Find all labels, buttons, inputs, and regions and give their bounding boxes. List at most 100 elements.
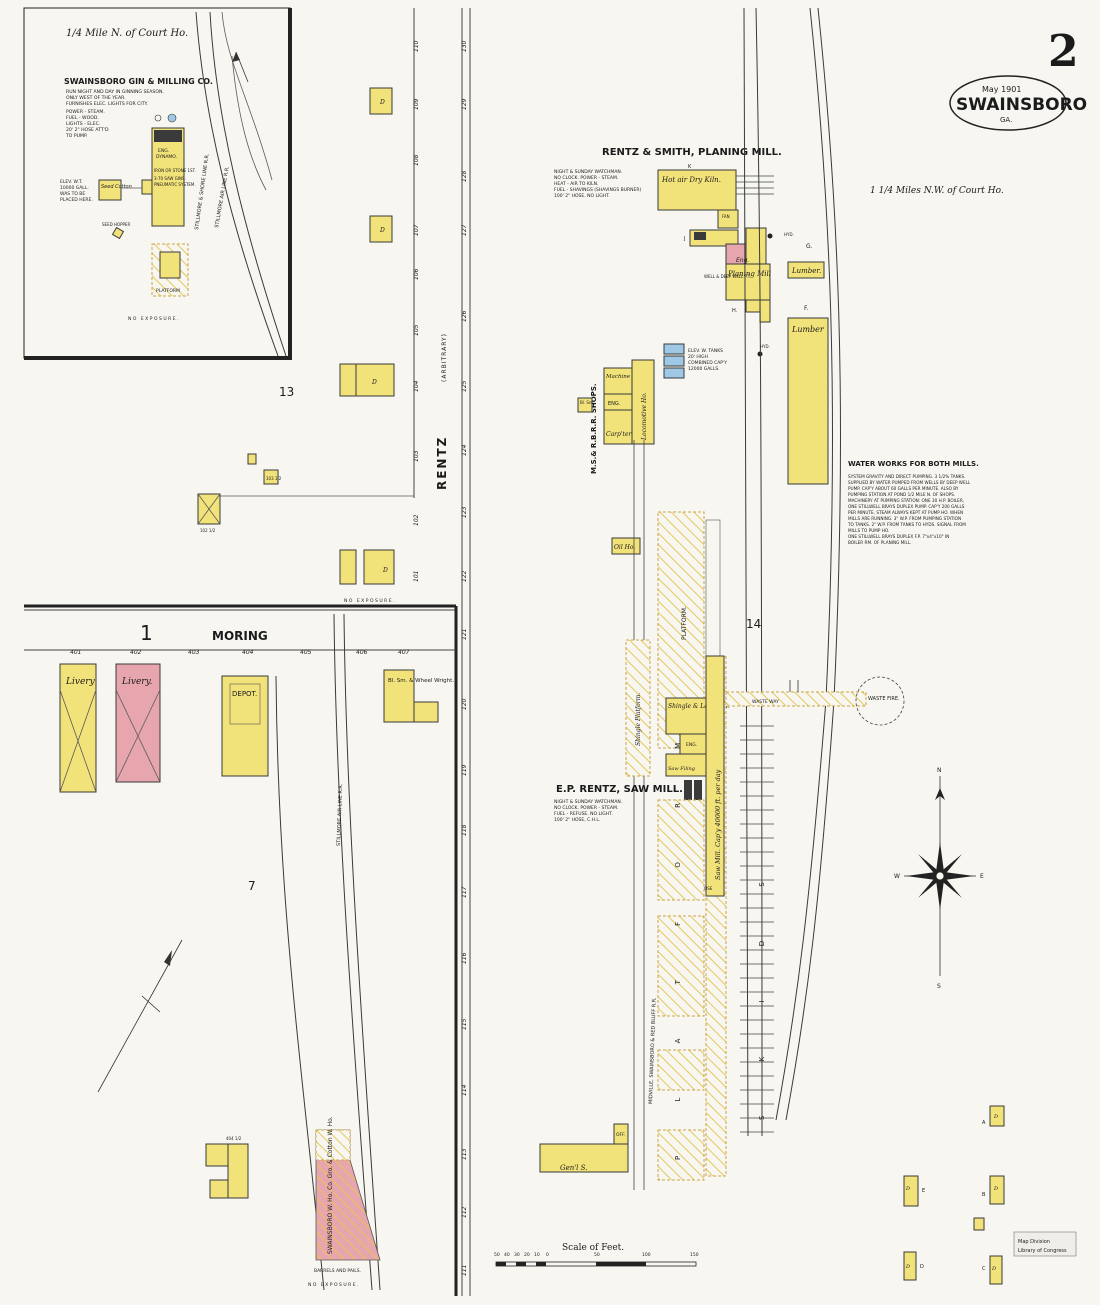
svg-text:100' 2" HOSE. NO LIGHT.: 100' 2" HOSE. NO LIGHT. [554, 193, 610, 199]
sheet-date: May 1901 [982, 85, 1021, 94]
svg-text:PUMP. CAP'Y ABOUT 60 GALLS PER: PUMP. CAP'Y ABOUT 60 GALLS PER MINUTE. A… [848, 486, 959, 491]
svg-text:PUMPING STATION AT POND 1/2 MI: PUMPING STATION AT POND 1/2 MILE N. OF S… [848, 492, 955, 497]
svg-text:401: 401 [70, 649, 81, 656]
svg-text:Bl. Sm.: Bl. Sm. [580, 400, 594, 405]
planing-mill-title: RENTZ & SMITH, PLANING MILL. [602, 147, 782, 158]
svg-text:121: 121 [461, 629, 468, 640]
svg-text:118: 118 [461, 824, 468, 836]
street-moring: MORING [212, 629, 268, 643]
svg-text:105: 105 [413, 324, 420, 336]
svg-text:Lumber.: Lumber. [791, 267, 821, 275]
svg-text:20' HIGH: 20' HIGH [688, 354, 708, 360]
svg-text:404 1/2: 404 1/2 [226, 1136, 242, 1141]
svg-text:NO CLOCK. POWER - STEAM.: NO CLOCK. POWER - STEAM. [554, 175, 618, 181]
street-arbitrary: (ARBITRARY) [441, 333, 448, 382]
svg-text:ONE STILLWELL BRAYS DUPLEX PUM: ONE STILLWELL BRAYS DUPLEX PUMP. CAP'Y 2… [848, 504, 965, 509]
svg-text:Eng.: Eng. [736, 257, 749, 264]
svg-text:SEED HOPPER: SEED HOPPER [102, 222, 130, 227]
block-number-13: 13 [279, 385, 294, 399]
svg-text:TO PUMP.: TO PUMP. [65, 133, 88, 139]
svg-text:30: 30 [514, 1252, 520, 1258]
moring-block-buildings: Livery Livery. DEPOT. Bl. Sm. & Wheel Wr… [59, 613, 454, 1291]
dwelling [369, 215, 393, 243]
svg-text:TO TANKS. 2" W.P. FROM TANKS T: TO TANKS. 2" W.P. FROM TANKS TO HYDS. SI… [847, 522, 966, 527]
svg-text:Hot air Dry Kiln.: Hot air Dry Kiln. [661, 176, 721, 184]
svg-text:3-70 SAW GINS.: 3-70 SAW GINS. [154, 176, 186, 181]
svg-text:Livery: Livery [65, 677, 96, 687]
svg-text:115: 115 [461, 1018, 468, 1030]
svg-text:HEAT - AIR TO KILN.: HEAT - AIR TO KILN. [554, 181, 598, 187]
inset-notes: RUN NIGHT AND DAY IN GINNING SEASON. ONL… [65, 89, 164, 139]
svg-text:122: 122 [461, 570, 468, 582]
svg-text:50: 50 [494, 1252, 500, 1258]
svg-text:P L A T F O R M: P L A T F O R M [674, 717, 682, 1160]
svg-text:PLATFORM.: PLATFORM. [681, 606, 688, 640]
svg-text:WAS TO BE: WAS TO BE [60, 191, 85, 197]
svg-text:BOILER RM. OF PLANING MILL.: BOILER RM. OF PLANING MILL. [848, 540, 912, 545]
shingle-lath-mill [665, 697, 707, 735]
svg-text:HYD.: HYD. [784, 232, 794, 237]
svg-text:20' 2" HOSE ATT'D: 20' 2" HOSE ATT'D [66, 127, 109, 133]
svg-text:MACHINERY AT PUMPING STATION:: MACHINERY AT PUMPING STATION: ONE 30 H.P… [848, 498, 964, 503]
svg-text:B: B [982, 1192, 986, 1198]
sheet-number: 2 [1048, 26, 1079, 77]
svg-text:NO EXPOSURE.: NO EXPOSURE. [128, 316, 180, 322]
svg-text:Map Division: Map Division [1018, 1239, 1050, 1245]
railroad-shops: M.S.& R.B.R.R. SHOPS. Machine Shop. ENG.… [577, 343, 727, 555]
elev-note: ELEV. W.T. 10000 GALL. WAS TO BE PLACED … [60, 179, 93, 203]
dry-kiln [657, 169, 737, 211]
svg-text:406: 406 [356, 649, 368, 656]
saw-mill-building [705, 655, 725, 897]
svg-text:N: N [937, 767, 942, 774]
svg-text:106: 106 [413, 268, 420, 280]
svg-text:A: A [982, 1120, 986, 1126]
svg-text:Saw Mill. Cap'y 40000 ft. per: Saw Mill. Cap'y 40000 ft. per day [714, 769, 722, 880]
svg-text:Livery.: Livery. [121, 677, 152, 687]
svg-text:S K I D S: S K I D S [758, 856, 766, 1120]
svg-text:STILLMORE AIR LINE R.R.: STILLMORE AIR LINE R.R. [214, 166, 231, 229]
svg-text:402: 402 [130, 649, 142, 656]
dwelling [339, 363, 357, 397]
svg-text:J: J [683, 236, 685, 242]
svg-text:405: 405 [300, 649, 312, 656]
svg-text:40: 40 [504, 1252, 510, 1258]
svg-text:H.: H. [732, 308, 738, 314]
svg-text:M.S.& R.B.R.R. SHOPS.: M.S.& R.B.R.R. SHOPS. [590, 383, 598, 474]
svg-text:Bl. Sm. & Wheel Wright.: Bl. Sm. & Wheel Wright. [388, 678, 454, 684]
svg-text:MIDVILLE, SWAINSBORO & RED BLU: MIDVILLE, SWAINSBORO & RED BLUFF R.R. [648, 997, 658, 1104]
svg-text:ENG.: ENG. [608, 401, 621, 407]
svg-text:FUEL - WOOD.: FUEL - WOOD. [66, 115, 99, 121]
oil-house [611, 537, 641, 555]
svg-text:ONE STILLWELL BRAYS DUPLEX F.P: ONE STILLWELL BRAYS DUPLEX F.P. 7"x4"x10… [848, 534, 949, 539]
svg-text:12000 GALLS.: 12000 GALLS. [688, 366, 720, 372]
svg-text:Planing Mill: Planing Mill [727, 270, 771, 278]
planing-mill: RENTZ & SMITH, PLANING MILL. NIGHT & SUN… [554, 147, 829, 485]
svg-text:D: D [993, 1186, 998, 1192]
svg-text:101: 101 [413, 571, 420, 582]
bottom-right-dwellings: D A D E D B D D D C Map Division Library… [903, 1105, 1077, 1285]
svg-text:ELEV. W. TANKS: ELEV. W. TANKS [688, 348, 723, 354]
svg-text:0: 0 [546, 1252, 549, 1258]
svg-text:D: D [905, 1186, 910, 1192]
livery-stable-1 [59, 663, 97, 793]
svg-text:ENG.: ENG. [158, 148, 169, 154]
svg-text:D: D [371, 379, 377, 386]
moring-house-numbers: 401 402 403 404 405 406 407 [70, 649, 410, 656]
svg-text:PER MINUTE. STEAM ALWAYS KEPT: PER MINUTE. STEAM ALWAYS KEPT AT PUMP HO… [848, 510, 963, 515]
svg-text:116: 116 [461, 952, 468, 964]
svg-text:Library of Congress: Library of Congress [1018, 1248, 1067, 1254]
svg-text:PNEUMATIC SYSTEM.: PNEUMATIC SYSTEM. [154, 182, 196, 187]
svg-text:Machine Shop.: Machine Shop. [605, 374, 648, 380]
svg-text:MILLS TO PUMP HO.: MILLS TO PUMP HO. [848, 528, 889, 533]
svg-text:10000 GALL.: 10000 GALL. [60, 185, 89, 191]
block-13: 13 D D D 103 1/2 102 1/2 D NO EXPOSURE. [197, 87, 414, 604]
svg-text:G.: G. [806, 243, 813, 250]
svg-text:130: 130 [461, 40, 468, 52]
svg-text:FUEL - SHAVINGS (SHAVINGS BURN: FUEL - SHAVINGS (SHAVINGS BURNER) [554, 187, 641, 193]
rentz-street: RENTZ (ARBITRARY) [413, 8, 471, 1296]
svg-text:Carp'ter: Carp'ter [606, 431, 632, 438]
rentz-left-house-numbers: 110 109 108 107 106 105 104 103 102 101 [413, 40, 420, 582]
shingle-platform [625, 639, 651, 777]
svg-text:Locomotive Ho.: Locomotive Ho. [641, 392, 648, 441]
moring-street: 1 MORING 401 402 403 404 405 406 407 [24, 604, 458, 1296]
